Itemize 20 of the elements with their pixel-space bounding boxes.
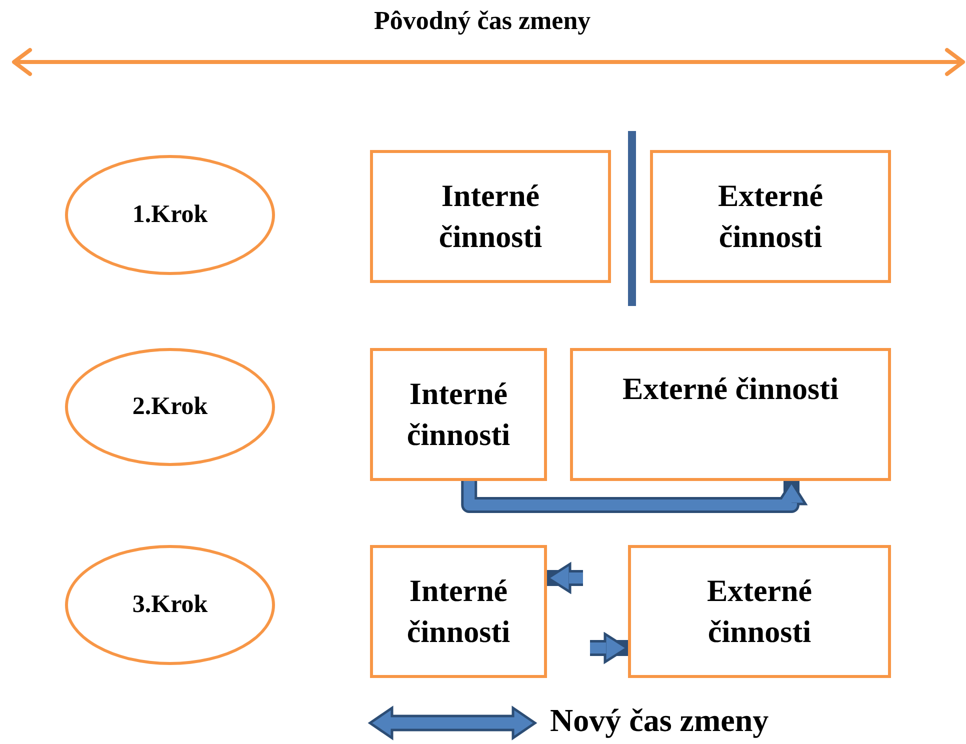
activity-label: Externé činnosti: [716, 177, 824, 256]
activity-box: [628, 545, 891, 678]
block-arrow: [546, 562, 583, 594]
activity-box: [570, 348, 891, 481]
activity-label: Interné činnosti: [438, 177, 544, 256]
dimension-label: Pôvodný čas zmeny: [374, 6, 591, 36]
activity-box: [370, 545, 547, 678]
step-label: 3.Krok: [132, 590, 208, 620]
activity-box: [650, 150, 891, 283]
activity-label: Externé činnosti: [706, 572, 814, 650]
activity-label: Externé činnosti: [622, 370, 839, 408]
activity-box: [370, 348, 547, 481]
activity-label: Interné činnosti: [406, 375, 512, 454]
activity-label: Interné činnosti: [406, 572, 512, 650]
step-label: 1.Krok: [132, 200, 208, 230]
block-arrow: [590, 632, 628, 664]
step-label: 2.Krok: [132, 392, 208, 422]
dimension-label: Nový čas zmeny: [550, 702, 769, 739]
block-arrow: [461, 480, 807, 513]
activity-box: [370, 150, 611, 283]
